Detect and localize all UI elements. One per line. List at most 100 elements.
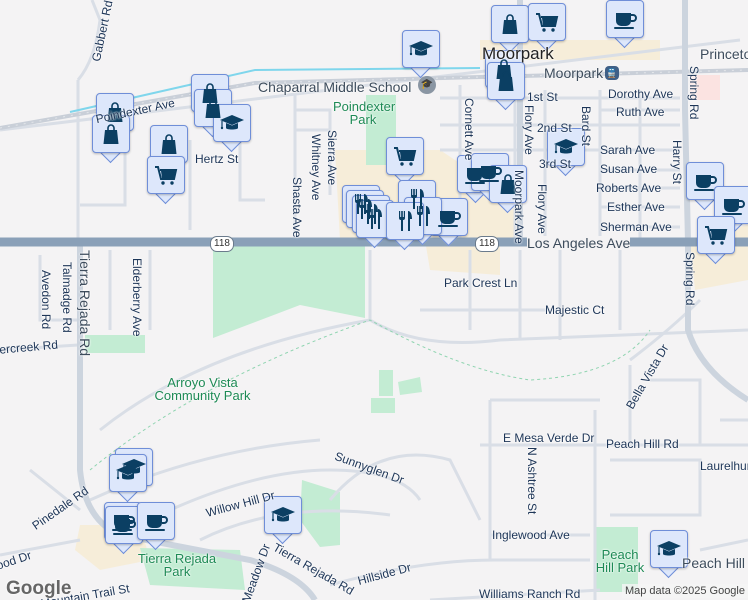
marker-body xyxy=(686,162,724,200)
marker-body xyxy=(489,165,527,203)
street-label: Bard St xyxy=(579,106,593,147)
shopping-bag-icon xyxy=(498,71,514,91)
place-label-arroyo-vista-park[interactable]: Arroyo Vista Community Park xyxy=(154,375,251,403)
shopping-cart-marker[interactable] xyxy=(386,137,424,186)
street-label: Avedon Rd xyxy=(39,270,53,330)
graduation-cap-icon xyxy=(554,139,578,154)
marker-body xyxy=(714,186,748,224)
street-label: Dorothy Ave xyxy=(608,87,674,101)
shopping-cart-marker[interactable] xyxy=(528,3,566,52)
shopping-bag-icon xyxy=(502,14,518,34)
coffee-icon xyxy=(113,519,136,535)
coffee-icon xyxy=(722,199,745,215)
marker-body xyxy=(109,454,147,492)
street-label: Spring Rd xyxy=(687,66,701,120)
coffee-marker[interactable] xyxy=(137,502,175,551)
marker-body xyxy=(457,155,495,193)
graduation-cap-icon xyxy=(409,41,433,56)
coffee-icon xyxy=(438,211,461,227)
coffee-marker[interactable] xyxy=(606,0,644,49)
marker-body xyxy=(137,502,175,540)
train-station-icon[interactable]: 🚆 xyxy=(605,66,619,80)
graduation-cap-marker[interactable] xyxy=(115,448,153,497)
graduation-cap-marker[interactable] xyxy=(109,454,147,503)
marker-body xyxy=(402,30,440,68)
coffee-marker[interactable] xyxy=(457,155,495,204)
shopping-bag-marker[interactable] xyxy=(92,115,130,164)
street-label: Laurelhurst Rd xyxy=(700,459,748,473)
graduation-cap-icon xyxy=(657,541,681,556)
shopping-cart-marker[interactable] xyxy=(147,156,185,205)
shopping-bag-marker[interactable] xyxy=(96,93,134,142)
shopping-bag-marker[interactable] xyxy=(150,125,188,174)
graduation-cap-icon xyxy=(220,115,244,130)
coffee-marker[interactable] xyxy=(430,198,468,247)
street-label: Shasta Ave xyxy=(290,177,304,238)
city-label: Moorpark xyxy=(482,44,554,63)
place-label-peach-hill-park[interactable]: Peach Hill Park xyxy=(595,547,645,575)
graduation-cap-marker[interactable] xyxy=(650,530,688,579)
street-label: Peach Hill Rd xyxy=(606,437,679,451)
marker-body xyxy=(650,530,688,568)
map-attribution[interactable]: Map data ©2025 Google xyxy=(621,584,748,598)
coffee-marker[interactable] xyxy=(105,506,143,555)
street-label: Sierra Ave xyxy=(325,130,339,186)
shopping-bag-marker[interactable] xyxy=(487,62,525,111)
graduation-cap-marker[interactable] xyxy=(264,496,302,545)
street-label: 2nd St xyxy=(537,121,572,135)
marker-body xyxy=(528,3,566,41)
street-label: Harry St xyxy=(670,140,684,185)
place-label-poindexter-park[interactable]: Poindexter Park xyxy=(333,99,396,127)
shopping-bag-icon xyxy=(500,174,516,194)
graduation-cap-marker[interactable] xyxy=(547,128,585,177)
marker-body xyxy=(356,200,394,238)
street-label: Hertz St xyxy=(195,152,239,166)
marker-body xyxy=(115,448,153,486)
street-label: Elderberry Ave xyxy=(130,258,144,337)
restaurant-marker[interactable] xyxy=(386,202,424,251)
marker-body xyxy=(386,202,424,240)
shopping-cart-icon xyxy=(394,147,417,166)
coffee-marker[interactable] xyxy=(714,186,748,235)
street-label: Talmadge Rd xyxy=(60,262,74,333)
shopping-bag-marker[interactable] xyxy=(489,165,527,214)
school-poi-icon[interactable]: 🎓 xyxy=(418,76,436,94)
shopping-bag-marker[interactable] xyxy=(491,5,529,54)
marker-body xyxy=(487,62,525,100)
street-label: Spring Rd xyxy=(683,252,697,306)
graduation-cap-marker[interactable] xyxy=(213,104,251,153)
graduation-cap-icon xyxy=(271,507,295,522)
restaurant-icon xyxy=(369,209,382,229)
street-label: Whitney Ave xyxy=(309,134,323,201)
street-label: Williams Ranch Rd xyxy=(479,587,581,600)
street-label: Ruth Ave xyxy=(616,105,665,119)
google-logo: Google xyxy=(6,578,72,599)
place-label-moorpark-station[interactable]: Moorpark xyxy=(544,65,604,81)
coffee-icon xyxy=(479,166,502,182)
shopping-cart-marker[interactable] xyxy=(697,216,735,265)
street-label: Flory Ave xyxy=(535,184,549,234)
street-label: Sarah Ave xyxy=(600,143,656,157)
marker-body xyxy=(264,496,302,534)
street-label: Sherman Ave xyxy=(600,220,672,234)
street-label: Park Crest Ln xyxy=(444,276,518,290)
shopping-cart-icon xyxy=(155,166,178,185)
graduation-cap-marker[interactable] xyxy=(402,30,440,79)
marker-body xyxy=(697,216,735,254)
coffee-marker[interactable] xyxy=(686,162,724,211)
coffee-icon xyxy=(145,515,168,531)
shopping-cart-icon xyxy=(536,13,559,32)
street-label: Moorpark Ave xyxy=(512,170,526,244)
street-label: Roberts Ave xyxy=(596,181,662,195)
place-label-tierra-rejada-park[interactable]: Tierra Rejada Park xyxy=(137,551,217,579)
highway-shield-118: 118 xyxy=(210,236,234,252)
restaurant-icon xyxy=(399,211,412,231)
street-label: Susan Ave xyxy=(600,162,658,176)
street-label: Majestic Ct xyxy=(545,303,605,317)
street-label: Esther Ave xyxy=(607,200,665,214)
place-label-chaparral-middle-school[interactable]: Chaparral Middle School xyxy=(258,79,412,95)
marker-body xyxy=(491,5,529,43)
restaurant-icon xyxy=(417,206,430,226)
shopping-bag-icon xyxy=(107,102,123,122)
